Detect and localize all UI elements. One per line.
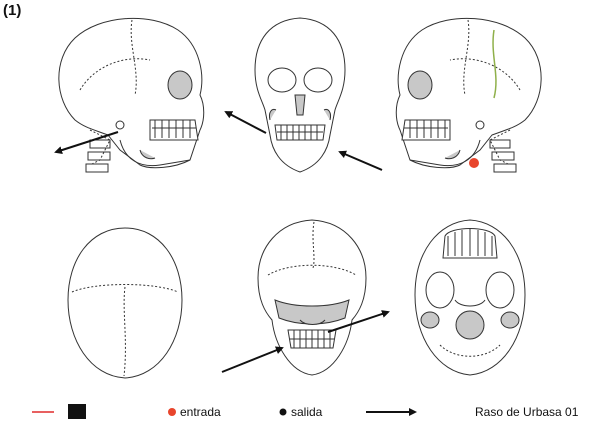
skull-left-lateral xyxy=(59,18,204,167)
entry-wound-dot xyxy=(469,158,479,168)
skull-right-lateral xyxy=(396,18,541,167)
legend-source-label: Raso de Urbasa 01 xyxy=(475,405,578,419)
legend-black-square xyxy=(68,404,86,419)
cervical-spine-right xyxy=(490,140,516,172)
skull-inferior xyxy=(415,220,525,375)
cervical-spine-left xyxy=(86,140,110,172)
legend-salida-dot xyxy=(280,409,287,416)
legend-entrada-label: entrada xyxy=(180,405,221,419)
skull-superior xyxy=(68,228,182,378)
skull-frontal xyxy=(255,18,345,172)
legend-entrada-dot xyxy=(168,408,176,416)
trajectory-arrow-frontal-out xyxy=(226,112,266,133)
legend-salida-label: salida xyxy=(291,405,322,419)
trajectory-arrow-frontal-in xyxy=(340,152,382,170)
trajectory-arrow-posterior-in xyxy=(222,348,282,372)
